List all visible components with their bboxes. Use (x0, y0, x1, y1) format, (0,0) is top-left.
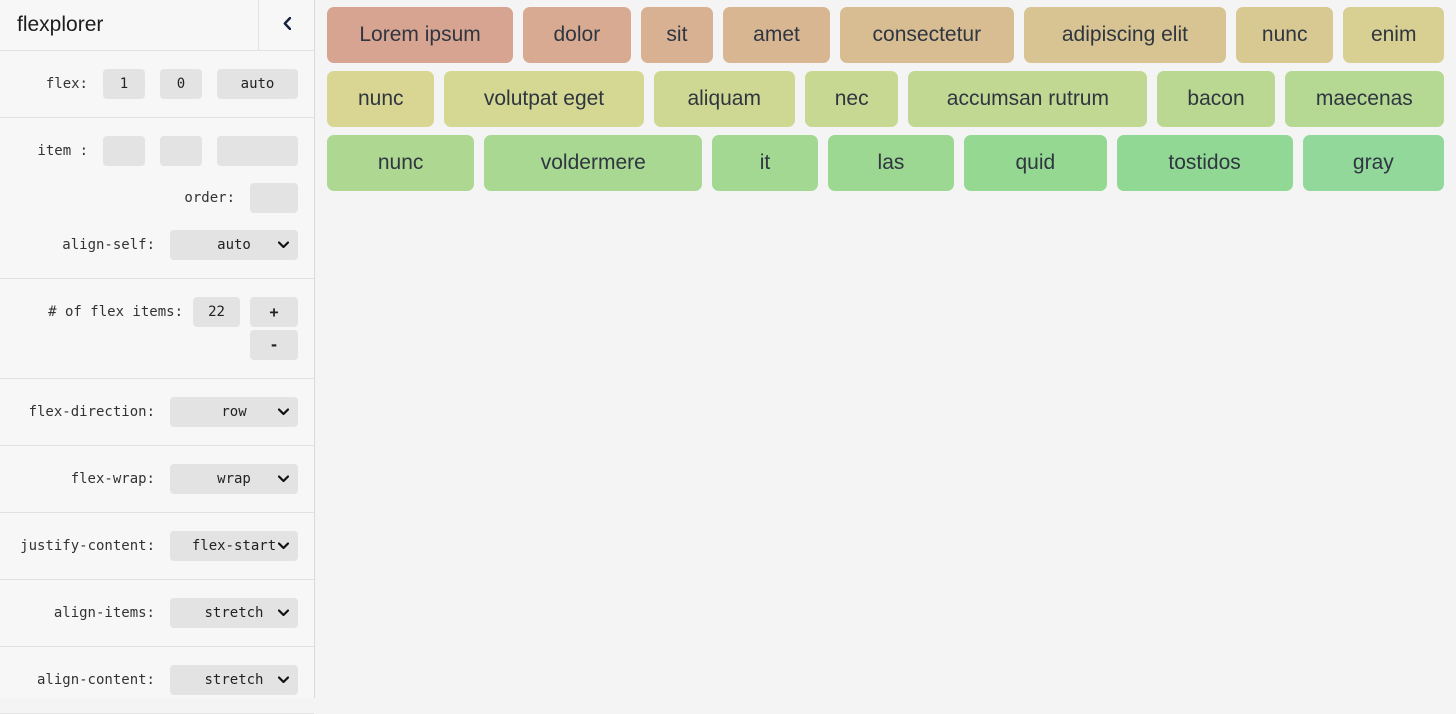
flex-item[interactable]: nec (804, 71, 899, 127)
flex-wrap-section: flex-wrap: wrap (0, 446, 314, 513)
align-content-label: align-content: (36, 672, 155, 688)
flex-item[interactable]: nunc (327, 135, 475, 191)
flex-item[interactable]: nunc (327, 71, 435, 127)
flex-item[interactable]: amet (723, 7, 830, 63)
align-content-section: align-content: stretch (0, 647, 314, 714)
flex-shrink-input[interactable] (160, 69, 202, 99)
flex-wrap-label: flex-wrap: (70, 471, 155, 487)
align-items-label: align-items: (53, 605, 155, 621)
flex-wrap-select[interactable]: wrap (170, 464, 298, 494)
align-content-row: align-content: stretch (16, 665, 298, 695)
flex-item[interactable]: aliquam (653, 71, 795, 127)
flex-item[interactable]: sit (640, 7, 714, 63)
flex-item[interactable]: accumsan rutrum (908, 71, 1148, 127)
remove-item-button[interactable]: - (250, 330, 298, 360)
item-count-row: # of flex items: + - (16, 297, 298, 360)
align-self-row: align-self: auto (16, 230, 298, 260)
flex-direction-select[interactable]: row (170, 397, 298, 427)
flex-shorthand-row: flex: (16, 69, 298, 99)
sidebar: flexplorer flex: item : order: align-sel… (0, 0, 315, 714)
flex-item[interactable]: voldermere (484, 135, 703, 191)
item-count-input[interactable] (193, 297, 240, 327)
add-item-button[interactable]: + (250, 297, 298, 327)
align-items-value: stretch (204, 605, 264, 621)
flex-item[interactable]: bacon (1157, 71, 1275, 127)
flex-item[interactable]: tostidos (1116, 135, 1293, 191)
justify-content-label: justify-content: (20, 538, 155, 554)
item-basis-input[interactable] (217, 136, 298, 166)
flex-basis-input[interactable] (217, 69, 298, 99)
item-shrink-input[interactable] (160, 136, 202, 166)
flex-shorthand-section: flex: (0, 51, 314, 118)
justify-content-row: justify-content: flex-start (16, 531, 298, 561)
align-self-select[interactable]: auto (170, 230, 298, 260)
sidebar-header: flexplorer (0, 0, 314, 51)
flex-item[interactable]: las (827, 135, 955, 191)
flex-label: flex: (45, 76, 88, 92)
flex-item[interactable]: dolor (523, 7, 631, 63)
align-self-value: auto (217, 237, 251, 253)
align-self-label: align-self: (62, 237, 155, 253)
item-count-steppers: + - (250, 297, 298, 360)
justify-content-section: justify-content: flex-start (0, 513, 314, 580)
flex-item[interactable]: volutpat eget (444, 71, 644, 127)
order-input[interactable] (250, 183, 298, 213)
align-content-select[interactable]: stretch (170, 665, 298, 695)
align-items-row: align-items: stretch (16, 598, 298, 628)
flex-item[interactable]: consectetur (839, 7, 1014, 63)
item-count-section: # of flex items: + - (0, 279, 314, 379)
align-content-value: stretch (204, 672, 264, 688)
flex-item[interactable]: enim (1343, 7, 1444, 63)
flex-item[interactable]: gray (1302, 135, 1444, 191)
flex-direction-section: flex-direction: row (0, 379, 314, 446)
item-section: item : order: align-self: auto (0, 118, 314, 279)
flex-item[interactable]: quid (964, 135, 1107, 191)
flex-direction-row: flex-direction: row (16, 397, 298, 427)
item-label: item : (37, 143, 88, 159)
item-flex-row: item : (16, 136, 298, 166)
flex-item[interactable]: adipiscing elit (1023, 7, 1226, 63)
flex-item[interactable]: it (712, 135, 818, 191)
order-label: order: (184, 190, 235, 206)
flex-wrap-row: flex-wrap: wrap (16, 464, 298, 494)
item-grow-input[interactable] (103, 136, 145, 166)
justify-content-value: flex-start (191, 538, 277, 554)
justify-content-select[interactable]: flex-start (170, 531, 298, 561)
flex-item[interactable]: nunc (1235, 7, 1334, 63)
flex-item[interactable]: maecenas (1284, 71, 1444, 127)
align-items-select[interactable]: stretch (170, 598, 298, 628)
app-title: flexplorer (17, 13, 104, 36)
chevron-left-icon (283, 16, 291, 33)
flex-grow-input[interactable] (103, 69, 145, 99)
flex-direction-value: row (221, 404, 247, 420)
item-count-label: # of flex items: (48, 304, 183, 320)
align-items-section: align-items: stretch (0, 580, 314, 647)
flex-direction-label: flex-direction: (28, 404, 155, 420)
flex-wrap-value: wrap (217, 471, 251, 487)
order-row: order: (16, 183, 298, 213)
flex-item[interactable]: Lorem ipsum (327, 7, 514, 63)
sidebar-collapse-button[interactable] (258, 0, 314, 50)
